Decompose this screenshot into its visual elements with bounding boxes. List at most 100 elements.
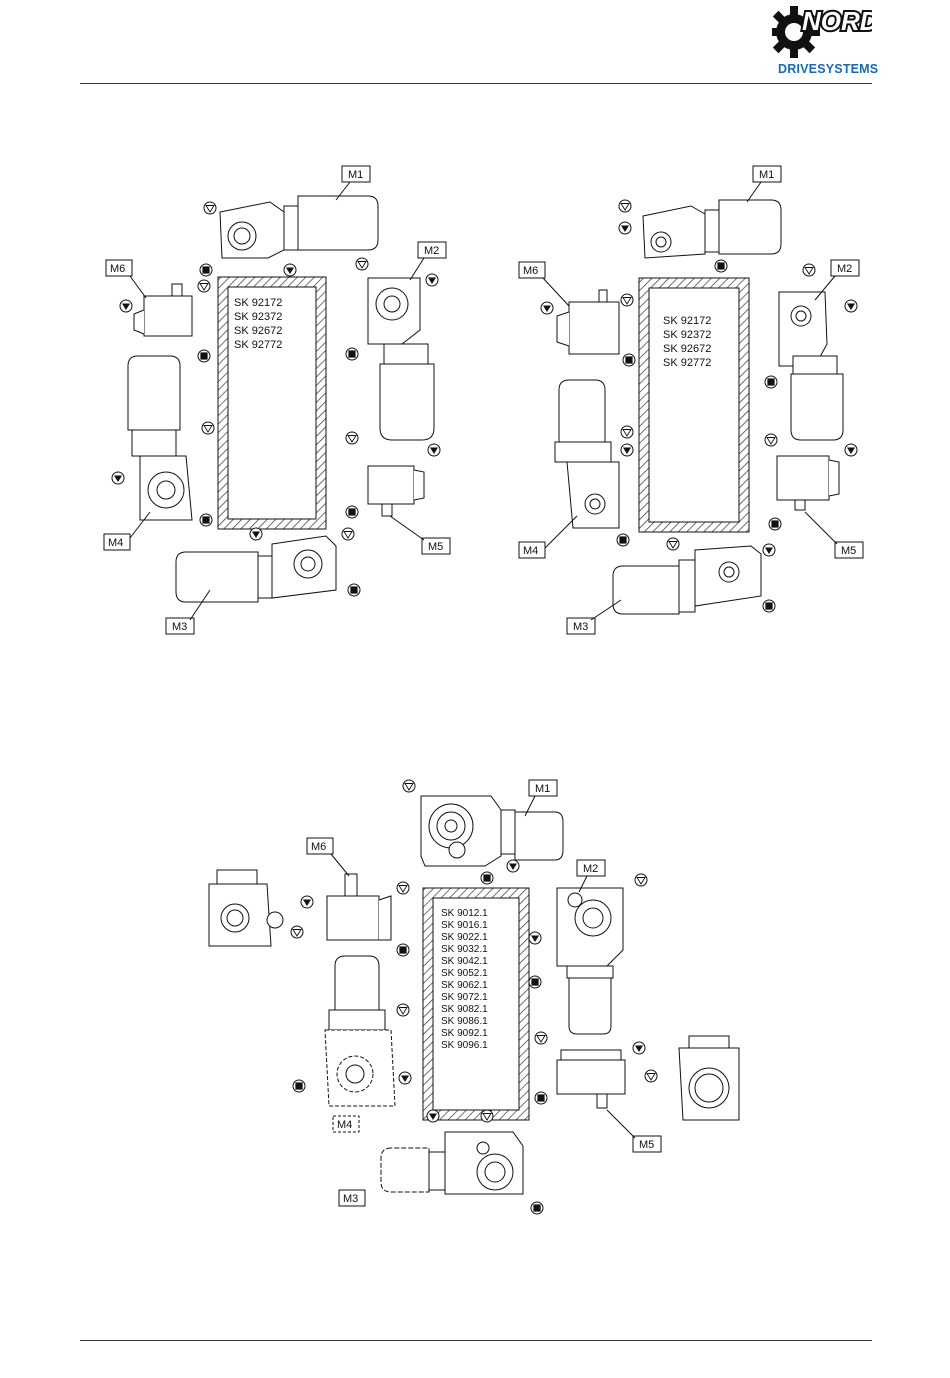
gearmotor-m4 <box>325 956 395 1106</box>
position-label-text: M4 <box>108 537 123 549</box>
vent-triangle-icon <box>535 1032 547 1044</box>
model-name: SK 9042.1 <box>441 956 488 967</box>
model-name: SK 9092.1 <box>441 1028 488 1039</box>
model-name: SK 9072.1 <box>441 992 488 1003</box>
vent-triangle-icon <box>356 258 368 270</box>
vent-triangle-icon <box>112 472 124 484</box>
model-name: SK 92372 <box>663 329 711 341</box>
header-rule <box>80 83 872 84</box>
drain-square-icon <box>198 350 210 362</box>
drain-square-icon <box>397 944 409 956</box>
vent-triangle-icon <box>845 300 857 312</box>
gearmotor-m6 <box>557 290 619 354</box>
model-name: SK 92772 <box>663 357 711 369</box>
vent-triangle-icon <box>428 444 440 456</box>
drain-square-icon <box>346 506 358 518</box>
vent-triangle-icon <box>204 202 216 214</box>
model-name: SK 9096.1 <box>441 1040 488 1051</box>
gearmotor-m5 <box>777 456 839 510</box>
position-label-text: M6 <box>110 263 125 275</box>
vent-triangle-icon <box>667 538 679 550</box>
drain-square-icon <box>348 584 360 596</box>
drain-square-icon <box>617 534 629 546</box>
vent-triangle-icon <box>765 434 777 446</box>
position-label-text: M3 <box>172 621 187 633</box>
gearmotor-m5 <box>557 1050 625 1108</box>
position-label-text: M2 <box>424 245 439 257</box>
drain-square-icon <box>531 1202 543 1214</box>
position-label-text: M2 <box>837 263 852 275</box>
vent-triangle-icon <box>202 422 214 434</box>
gearmotor-m1 <box>220 196 378 258</box>
gearmotor-m6 <box>134 284 192 336</box>
drain-square-icon <box>623 354 635 366</box>
position-label-text: M2 <box>583 863 598 875</box>
vent-triangle-icon <box>633 1042 645 1054</box>
model-name: SK 9032.1 <box>441 944 488 955</box>
brand-tagline: DRIVESYSTEMS <box>778 62 878 76</box>
drain-square-icon <box>529 976 541 988</box>
model-name: SK 92372 <box>234 311 282 323</box>
position-label-text: M3 <box>343 1193 358 1205</box>
gearmotor-m6 <box>327 874 391 940</box>
vent-triangle-icon <box>621 294 633 306</box>
vent-triangle-icon <box>342 528 354 540</box>
vent-triangle-icon <box>803 264 815 276</box>
vent-triangle-icon <box>621 426 633 438</box>
drain-square-icon <box>763 600 775 612</box>
position-label-text: M5 <box>841 545 856 557</box>
drain-square-icon <box>346 348 358 360</box>
gearmotor-m4 <box>555 380 619 528</box>
vent-triangle-icon <box>301 896 313 908</box>
drain-square-icon <box>200 514 212 526</box>
gear-unit-side-view <box>679 1036 739 1120</box>
position-label-text: M6 <box>523 265 538 277</box>
vent-triangle-icon <box>120 300 132 312</box>
gearmotor-m4 <box>128 356 192 520</box>
model-name: SK 9016.1 <box>441 920 488 931</box>
drain-square-icon <box>535 1092 547 1104</box>
drain-square-icon <box>293 1080 305 1092</box>
model-name: SK 92172 <box>663 315 711 327</box>
position-label-text: M1 <box>535 783 550 795</box>
vent-triangle-icon <box>399 1072 411 1084</box>
model-name: SK 9052.1 <box>441 968 488 979</box>
model-name: SK 9082.1 <box>441 1004 488 1015</box>
gearmotor-m3 <box>381 1132 523 1194</box>
vent-triangle-icon <box>397 882 409 894</box>
drain-square-icon <box>769 518 781 530</box>
vent-triangle-icon <box>529 932 541 944</box>
vent-triangle-icon <box>541 302 553 314</box>
gearmotor-m2 <box>779 292 843 440</box>
vent-triangle-icon <box>250 528 262 540</box>
model-name: SK 9012.1 <box>441 908 488 919</box>
vent-triangle-icon <box>403 780 415 792</box>
vent-triangle-icon <box>346 432 358 444</box>
vent-triangle-icon <box>507 860 519 872</box>
drain-square-icon <box>200 264 212 276</box>
model-name: SK 92772 <box>234 339 282 351</box>
gearmotor-m2 <box>368 278 434 440</box>
model-name: SK 92672 <box>234 325 282 337</box>
position-label-text: M1 <box>348 169 363 181</box>
gearmotor-m3 <box>176 536 336 602</box>
vent-triangle-icon <box>426 274 438 286</box>
vent-triangle-icon <box>198 280 210 292</box>
position-label-text: M5 <box>639 1139 654 1151</box>
model-name: SK 92672 <box>663 343 711 355</box>
vent-triangle-icon <box>427 1110 439 1122</box>
position-label-text: M4 <box>337 1119 352 1131</box>
vent-triangle-icon <box>621 444 633 456</box>
position-label-text: M6 <box>311 841 326 853</box>
vent-triangle-icon <box>635 874 647 886</box>
drain-square-icon <box>765 376 777 388</box>
model-list: SK 9012.1 SK 9016.1 SK 9022.1 SK 9032.1 … <box>441 908 488 1051</box>
gearmotor-m3 <box>613 546 761 614</box>
vent-triangle-icon <box>284 264 296 276</box>
vent-triangle-icon <box>397 1004 409 1016</box>
gear-logo-icon: NORD <box>772 0 872 64</box>
footer-rule <box>80 1340 872 1341</box>
gear-unit-side-view <box>209 870 283 946</box>
position-label-text: M1 <box>759 169 774 181</box>
vent-triangle-icon <box>763 544 775 556</box>
